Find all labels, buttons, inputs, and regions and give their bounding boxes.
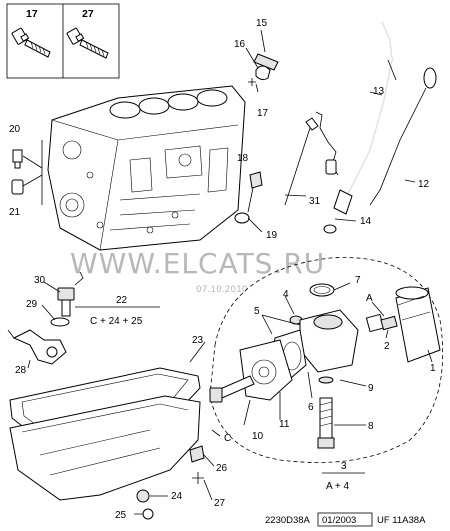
- footer-date: 01/2003: [322, 515, 356, 526]
- callout-11: 11: [279, 419, 290, 430]
- drain-plug-24-icon: [136, 489, 150, 503]
- callout-23: 23: [192, 335, 204, 346]
- note-3-group: A + 4: [326, 481, 350, 492]
- bolt-inset-box: 17 27: [6, 3, 120, 79]
- callout-16: 16: [234, 39, 246, 50]
- oil-filter-1-icon: [395, 286, 441, 363]
- callout-24: 24: [171, 491, 183, 502]
- callout-A1: A: [366, 293, 373, 304]
- washer-29-icon: [50, 317, 70, 327]
- engine-block: [47, 85, 246, 251]
- adapter-2-icon: [365, 313, 398, 333]
- callout-9: 9: [368, 383, 374, 394]
- callout-12: 12: [418, 179, 430, 190]
- bracket-26-icon: [189, 445, 205, 463]
- filter-head-5-icon: [299, 309, 359, 373]
- plug-18-icon: [249, 171, 263, 189]
- callout-18: 18: [237, 153, 249, 164]
- callout-17: 17: [26, 8, 38, 20]
- callout-8: 8: [368, 421, 374, 432]
- callout-26: 26: [216, 463, 228, 474]
- bolt-8-icon: [317, 397, 335, 449]
- callout-5: 5: [254, 306, 260, 317]
- note-22-group: C + 24 + 25: [90, 316, 143, 327]
- dipstick-12-icon: [369, 67, 437, 206]
- watermark-date: 07.10.2010: [196, 285, 248, 295]
- seal-9-icon: [318, 376, 334, 384]
- washer-19-icon: [234, 212, 250, 224]
- callout-19: 19: [266, 230, 278, 241]
- oil-pan: [9, 395, 201, 501]
- footer-ref: 2230D38A: [265, 515, 311, 526]
- callout-20: 20: [9, 124, 21, 135]
- callout-3: 3: [341, 461, 347, 472]
- plug-21-icon: [11, 179, 24, 195]
- gasket-7-icon: [309, 283, 335, 297]
- callout-6: 6: [308, 402, 314, 413]
- tube-14-icon: [323, 189, 353, 234]
- callout-C: C: [224, 433, 231, 444]
- bolt-10-icon: [209, 375, 255, 403]
- bolt-17-icon: [11, 27, 51, 58]
- callout-4: 4: [283, 289, 289, 300]
- bolt-27-icon: [66, 27, 109, 59]
- callout-7: 7: [355, 275, 361, 286]
- callout-13: 13: [373, 86, 385, 97]
- dipstick-guide-13-icon: [339, 21, 397, 206]
- plug-20-icon: [12, 149, 23, 169]
- callout-14: 14: [360, 216, 372, 227]
- footer-code: UF 11A38A: [377, 515, 426, 526]
- callout-31: 31: [309, 196, 321, 207]
- oil-pump-28-icon: [7, 329, 67, 365]
- dipstick-31-icon: [284, 117, 319, 206]
- filter-group-outline: [209, 257, 444, 463]
- callout-22: 22: [116, 295, 128, 306]
- callout-15: 15: [256, 18, 268, 29]
- callout-25: 25: [115, 510, 127, 521]
- callout-30: 30: [34, 275, 46, 286]
- washer-25-icon: [142, 508, 154, 520]
- callout-17-lower: 17: [257, 108, 269, 119]
- callout-1: 1: [430, 363, 436, 374]
- callout-21: 21: [9, 207, 21, 218]
- callout-27-lower: 27: [214, 498, 226, 509]
- callout-28: 28: [15, 365, 27, 376]
- callout-10: 10: [252, 431, 264, 442]
- drain-plug-30-icon: [57, 287, 75, 317]
- clamp-16-icon: [255, 65, 271, 81]
- clip-15-icon: [253, 53, 279, 71]
- watermark: WWW.ELCATS.RU: [70, 247, 325, 280]
- callout-2: 2: [384, 341, 390, 352]
- callout-27: 27: [82, 8, 94, 20]
- callout-29: 29: [26, 299, 38, 310]
